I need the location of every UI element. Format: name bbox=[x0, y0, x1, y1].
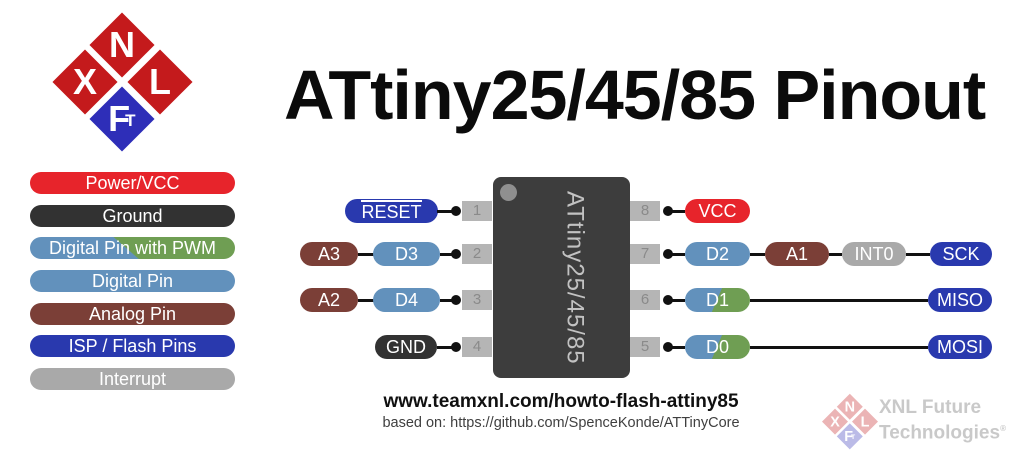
legend-digital-pin: Digital Pin bbox=[30, 270, 235, 292]
logo-letter-x: X bbox=[830, 413, 840, 430]
solder-dot bbox=[451, 206, 461, 216]
pin2-label-a3: A3 bbox=[300, 242, 358, 266]
chip-pin-8-stub: 8 bbox=[630, 201, 660, 221]
wire bbox=[440, 253, 456, 256]
pin3-label-d4: D4 bbox=[373, 288, 440, 312]
pin2-label-d3: D3 bbox=[373, 242, 440, 266]
footer-attribution: based on: https://github.com/SpenceKonde… bbox=[382, 415, 740, 431]
logo-letter-n: N bbox=[109, 24, 135, 65]
pin7-label-sck: SCK bbox=[930, 242, 992, 266]
watermark-line1: XNL Future bbox=[879, 397, 982, 418]
legend-power-vcc: Power/VCC bbox=[30, 172, 235, 194]
watermark-text: XNL Future Technologies® bbox=[879, 397, 1006, 443]
pin4-label-gnd: GND bbox=[375, 335, 437, 359]
solder-dot bbox=[451, 342, 461, 352]
pin7-label-a1: A1 bbox=[765, 242, 829, 266]
pin1-indicator-dot bbox=[500, 184, 517, 201]
wire bbox=[358, 253, 374, 256]
solder-dot bbox=[451, 295, 461, 305]
pin6-label-d1: D1 bbox=[685, 288, 750, 312]
wire bbox=[440, 299, 456, 302]
pin5-label-mosi: MOSI bbox=[928, 335, 992, 359]
wire bbox=[750, 299, 928, 302]
pin8-label-vcc: VCC bbox=[685, 199, 750, 223]
logo-letter-n: N bbox=[844, 398, 855, 415]
pin7-label-int0: INT0 bbox=[842, 242, 906, 266]
watermark-line2: Technologies® bbox=[879, 418, 1006, 443]
wire bbox=[829, 253, 842, 256]
chip-pin-2-stub: 2 bbox=[462, 244, 492, 264]
page-title: ATtiny25/45/85 Pinout bbox=[284, 56, 986, 134]
wire bbox=[358, 299, 374, 302]
chip-pin-5-stub: 5 bbox=[630, 337, 660, 357]
logo-letter-l: L bbox=[860, 413, 870, 430]
logo-letter-l: L bbox=[149, 61, 171, 102]
wire bbox=[668, 210, 685, 213]
watermark-line2-text: Technologies bbox=[879, 422, 1001, 444]
chip-label: ATtiny25/45/85 bbox=[561, 190, 589, 365]
logo-letter-x: X bbox=[72, 60, 98, 102]
wire bbox=[668, 299, 685, 302]
wire bbox=[906, 253, 930, 256]
pin5-label-d0: D0 bbox=[685, 335, 750, 359]
wire bbox=[437, 210, 457, 213]
legend-ground: Ground bbox=[30, 205, 235, 227]
chip-pin-4-stub: 4 bbox=[462, 337, 492, 357]
legend-interrupt: Interrupt bbox=[30, 368, 235, 390]
legend-analog-pin: Analog Pin bbox=[30, 303, 235, 325]
reset-text: RESET bbox=[361, 200, 422, 222]
solder-dot bbox=[451, 249, 461, 259]
wire bbox=[750, 253, 765, 256]
pin3-label-a2: A2 bbox=[300, 288, 358, 312]
legend-digital-pwm: Digital Pin with PWM bbox=[30, 237, 235, 259]
chip-pin-6-stub: 6 bbox=[630, 290, 660, 310]
logo-letter-t: T bbox=[125, 110, 136, 130]
footer-url: www.teamxnl.com/howto-flash-attiny85 bbox=[383, 391, 739, 412]
wire bbox=[668, 253, 685, 256]
wire bbox=[668, 346, 685, 349]
chip-pin-7-stub: 7 bbox=[630, 244, 660, 264]
legend-isp-flash: ISP / Flash Pins bbox=[30, 335, 235, 357]
pin6-label-miso: MISO bbox=[928, 288, 992, 312]
pin7-label-d2: D2 bbox=[685, 242, 750, 266]
wire bbox=[437, 346, 457, 349]
chip-pin-3-stub: 3 bbox=[462, 290, 492, 310]
chip-body: ATtiny25/45/85 bbox=[493, 177, 630, 378]
pin1-label-reset: RESET bbox=[345, 199, 438, 223]
wire bbox=[750, 346, 928, 349]
registered-mark: ® bbox=[1000, 424, 1006, 433]
chip-pin-1-stub: 1 bbox=[462, 201, 492, 221]
footer: www.teamxnl.com/howto-flash-attiny85 bas… bbox=[311, 391, 811, 431]
logo-letter-t: T bbox=[851, 433, 856, 441]
